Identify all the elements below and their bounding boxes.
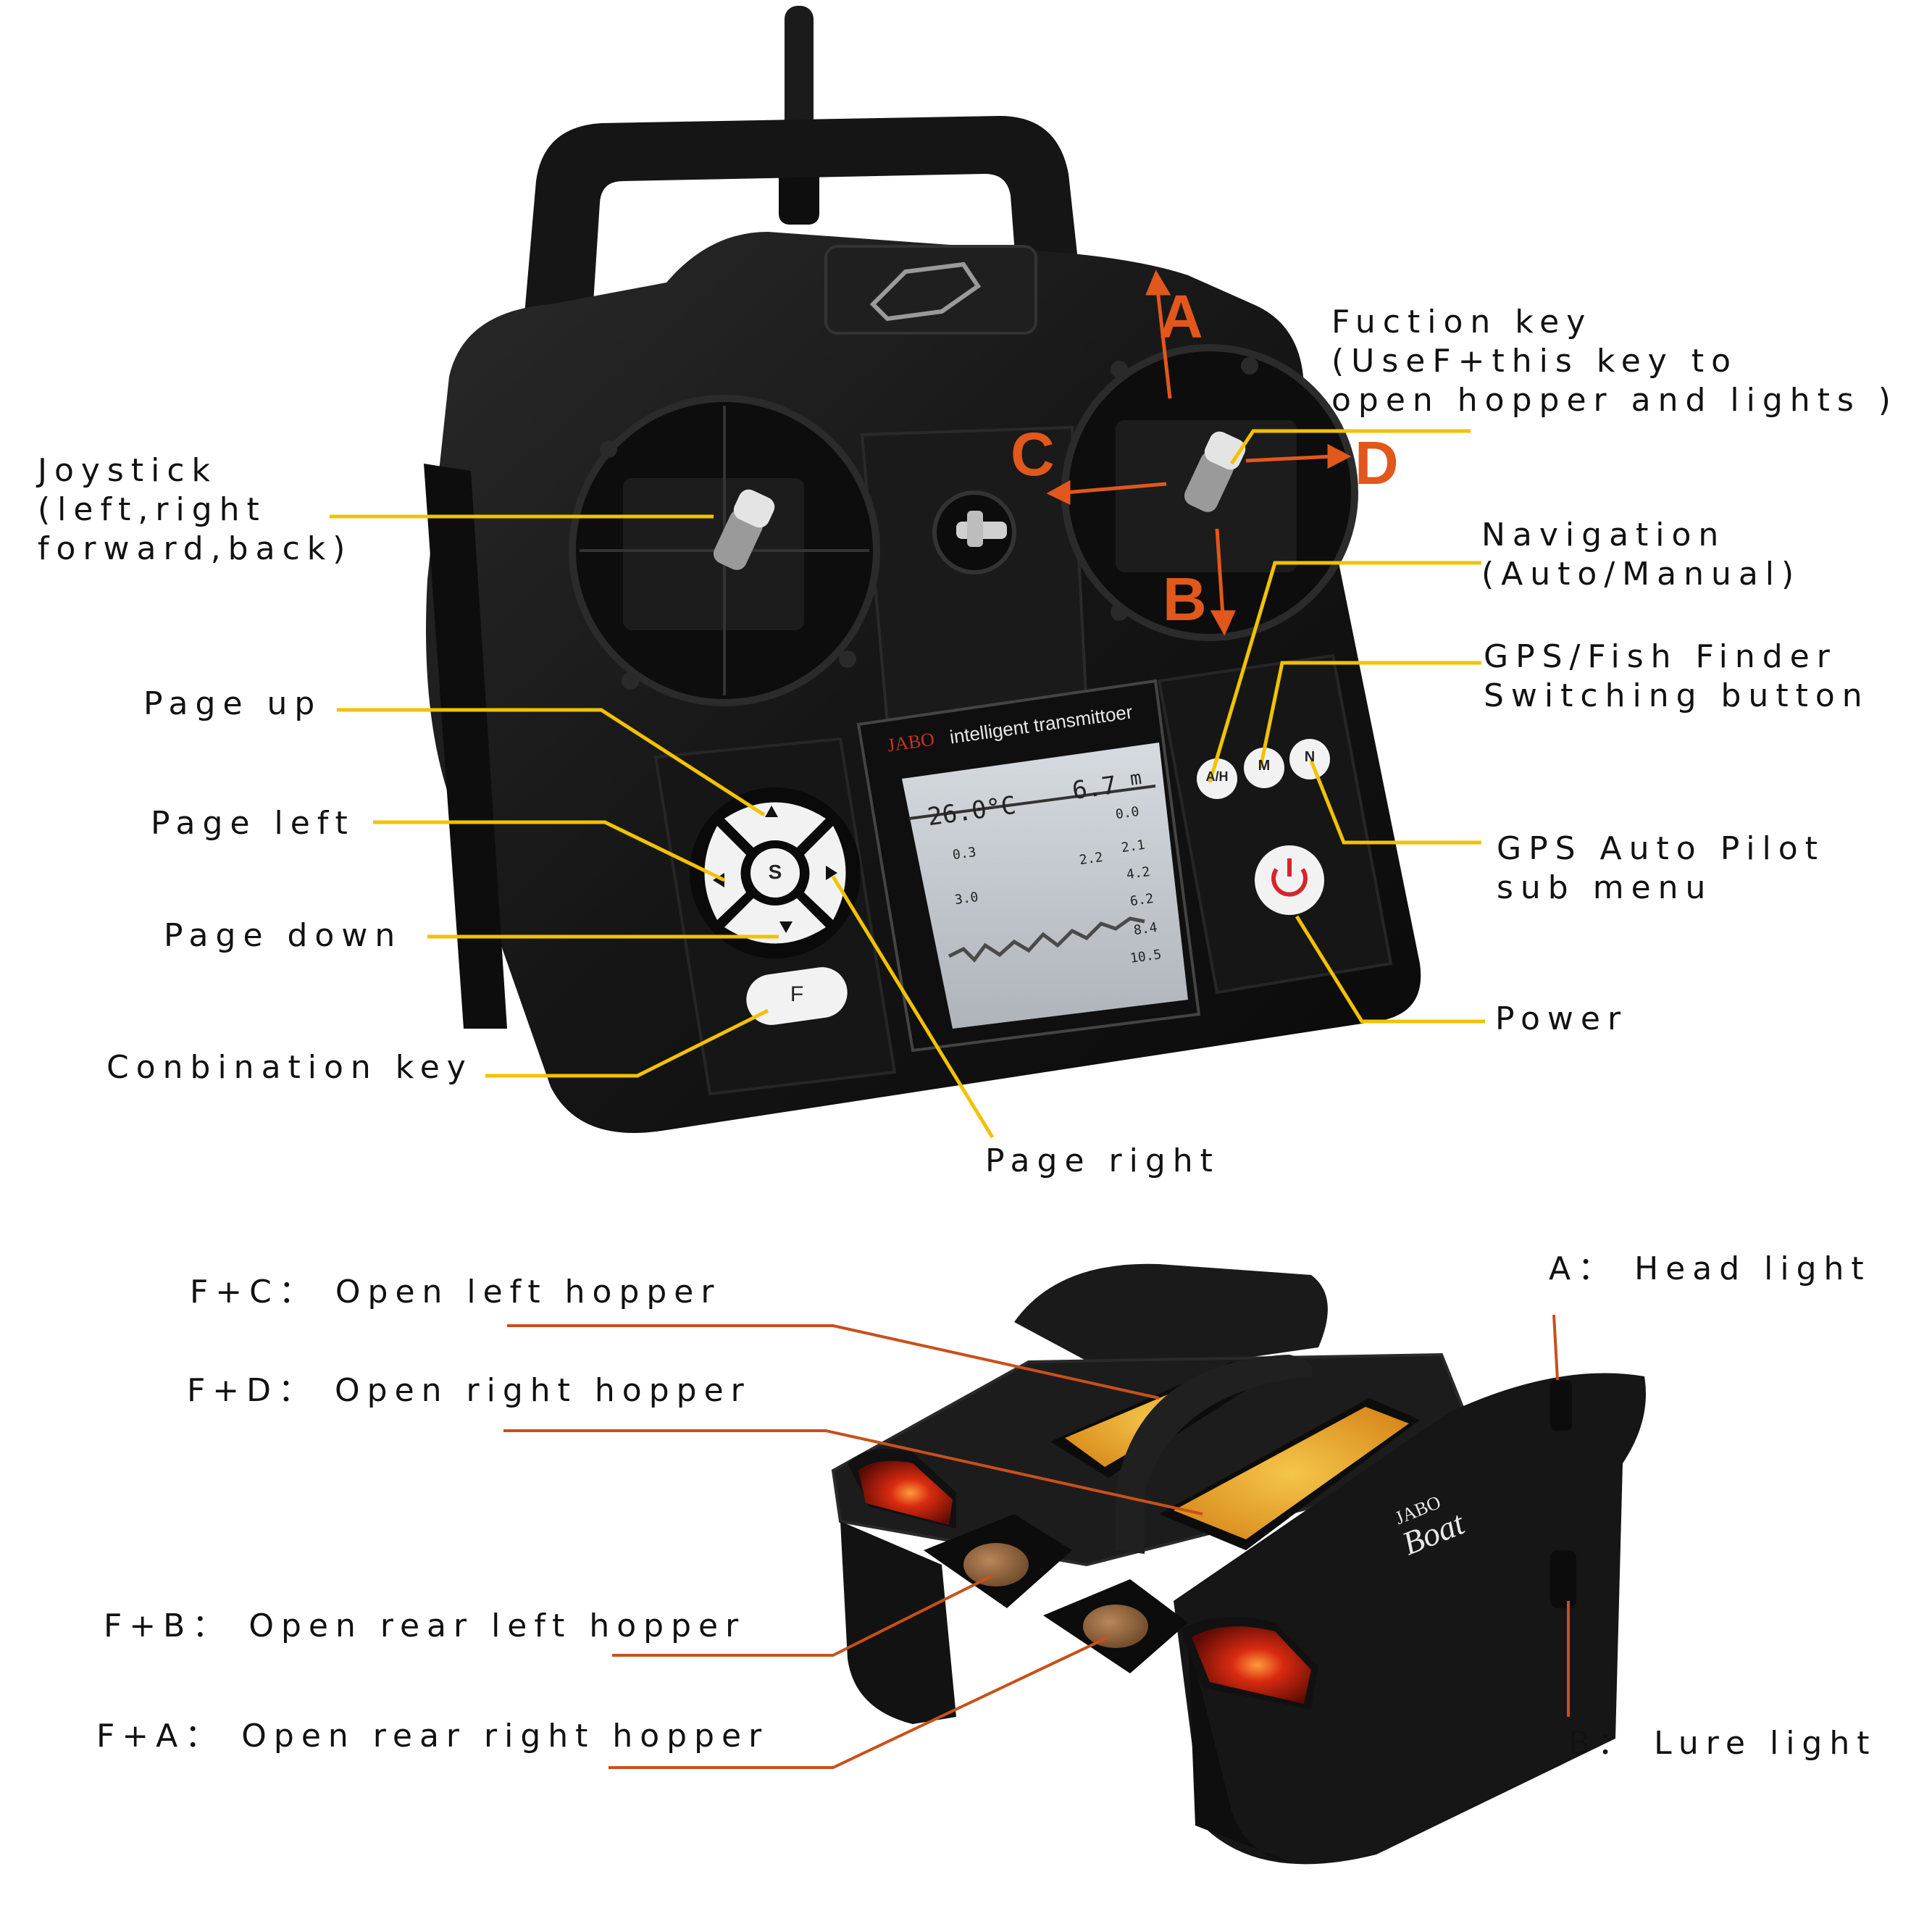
direction-b: B [1163,565,1207,633]
fish-depth-3: 3.0 [953,889,979,908]
label-page-up: Page up [143,685,322,722]
label-combination-key: Conbination key [106,1049,473,1086]
gps-menu-button[interactable] [1289,739,1330,779]
leader-head-light [1552,1314,1559,1381]
leader-fa [609,1636,1109,1769]
left-rear-light [858,1460,953,1525]
lcd-screen [902,743,1188,1029]
leader-combination-key [485,1008,769,1078]
leader-gps-switch [1258,661,1481,769]
leader-navigation [1208,561,1481,783]
head-light [1550,1380,1572,1431]
mode-button[interactable] [1244,748,1284,788]
arrow-left-icon [713,873,724,887]
label-power: Power [1495,1000,1628,1037]
lure-light [1550,1550,1576,1608]
transmitter [424,6,1421,1133]
label-page-down: Page down [164,917,403,954]
navigation-button[interactable] [1197,758,1237,799]
right-rear-light [1192,1626,1311,1704]
scale-4: 8.4 [1132,919,1158,939]
fish-depth-1: 0.3 [951,844,977,863]
scale-2: 4.2 [1125,863,1151,883]
mode-button-label: M [1258,758,1271,774]
bait-boat [831,1263,1646,1865]
label-joystick: Joystick (left,right forward,back) [38,452,353,567]
leader-page-left [373,820,726,882]
boat-handle [1116,1355,1313,1554]
scale-3: 6.2 [1129,890,1155,910]
logo-plate [824,245,1037,335]
yellow-leader-lines [330,429,1485,1139]
leader-gps-autopilot [1309,760,1481,845]
label-fd: F+D： Open right hopper [187,1372,751,1409]
leader-power [1295,915,1485,1024]
leader-page-up [337,708,766,817]
carry-handle [522,116,1087,348]
boat-logo-icon [869,262,982,322]
page-left-button[interactable] [704,826,747,920]
leader-fd [503,1429,1203,1515]
direction-a: A [1159,283,1203,351]
gps-menu-button-label: N [1304,749,1316,765]
label-navigation: Navigation (Auto/Manual) [1481,517,1802,593]
direction-d: D [1355,429,1399,497]
label-fb: F+B： Open rear left hopper [104,1607,746,1644]
left-hull [1014,1263,1328,1376]
depth-readout: 6.7 [1070,770,1118,806]
label-gps-switch: GPS/Fish Finder Switching button [1484,638,1870,714]
navigation-button-label: A/H [1205,769,1229,784]
page-down-button[interactable] [724,898,826,944]
label-page-right: Page right [985,1142,1220,1179]
arrow-down-icon [779,921,793,933]
scale-1: 2.1 [1120,837,1146,856]
page-right-button[interactable] [804,826,846,920]
function-button-label: F [790,982,804,1006]
direction-pad [690,787,861,958]
select-button[interactable] [750,848,800,898]
power-button[interactable] [1255,845,1324,915]
select-button-label: S [768,861,782,883]
page-up-button[interactable] [724,802,826,848]
leader-function-key [1229,429,1471,465]
scale-0: 0.0 [1114,803,1140,823]
direction-c: C [1011,420,1055,488]
orange-leader-lines [503,1314,1570,1769]
label-fc: F+C： Open left hopper [190,1274,722,1310]
label-fa: F+A： Open rear right hopper [96,1718,769,1755]
arrow-right-icon [826,866,837,880]
screws [600,357,1258,690]
label-lure-light: B： Lure light [1568,1725,1877,1762]
function-button[interactable] [743,964,850,1029]
leader-fb [612,1574,993,1657]
fish-depth-2: 2.2 [1078,849,1104,869]
power-icon [1271,868,1308,897]
leader-page-right [831,875,995,1139]
leader-fc [507,1324,1160,1400]
label-gps-autopilot: GPS Auto Pilot sub menu [1497,830,1825,906]
right-hull [1174,1373,1646,1865]
left-joystick[interactable] [710,486,778,573]
label-head-light: A： Head light [1549,1250,1871,1287]
label-function-key: Fuction key (UseF+this key to open hoppe… [1331,304,1898,419]
label-page-left: Page left [151,805,355,842]
direction-arrows [1046,269,1352,636]
arrow-up-icon [765,806,778,817]
sonar-trace [948,916,1145,963]
